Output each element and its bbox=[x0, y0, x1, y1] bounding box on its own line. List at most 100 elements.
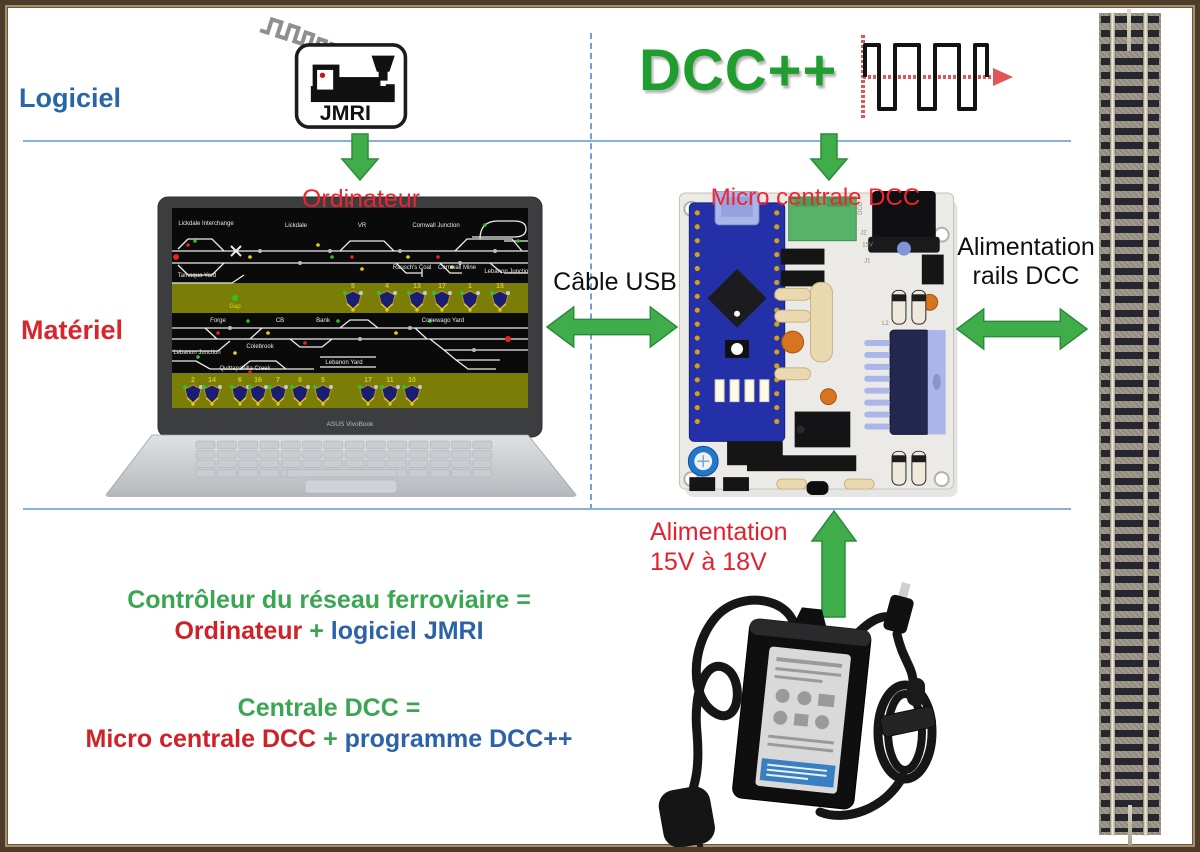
svg-text:6: 6 bbox=[238, 377, 242, 384]
velcro-strap bbox=[879, 706, 937, 737]
signal-gauge: 1 bbox=[460, 283, 480, 312]
svg-text:17: 17 bbox=[364, 377, 372, 384]
svg-text:7: 7 bbox=[276, 377, 280, 384]
svg-text:5: 5 bbox=[321, 377, 325, 384]
panel-label: Lebanon Junction bbox=[173, 350, 220, 356]
jmri-logo: JMRI bbox=[294, 43, 408, 129]
transistor bbox=[806, 481, 829, 496]
equations-block: Contrôleur du réseau ferroviaire = Ordin… bbox=[15, 585, 643, 755]
pin-headers bbox=[689, 248, 944, 492]
dcc-board-image: 15V J1 J2 DCC L2 bbox=[678, 191, 958, 498]
laptop-brand-text: ASUS VivoBook bbox=[327, 421, 375, 428]
laptop-keyboard bbox=[195, 440, 493, 478]
svg-text:10: 10 bbox=[408, 377, 416, 384]
resistors bbox=[774, 281, 875, 490]
signal-gauge: 5 bbox=[343, 283, 363, 312]
arduino-nano bbox=[688, 191, 786, 442]
panel-label: Conewago Yard bbox=[422, 318, 464, 324]
signal-gauge: 17 bbox=[432, 283, 452, 312]
diodes bbox=[891, 289, 927, 486]
svg-text:J2: J2 bbox=[860, 231, 867, 237]
jmri-locomotive-icon bbox=[310, 55, 395, 103]
panel-label: Colebrook bbox=[246, 344, 274, 350]
panel-label: CB bbox=[276, 318, 284, 324]
panel-label: Forge bbox=[210, 318, 226, 324]
equation-2-title: Centrale DCC = bbox=[237, 694, 421, 722]
laptop-image: Lickdale Interchange Lickdale VR Cornwall J… bbox=[105, 196, 577, 497]
svg-text:15V: 15V bbox=[862, 243, 873, 249]
svg-text:8: 8 bbox=[298, 377, 302, 384]
jmri-logo-text: JMRI bbox=[320, 101, 371, 125]
signal-gauge: 13 bbox=[407, 283, 427, 312]
panel-label: Lickdale Interchange bbox=[178, 221, 234, 227]
signal-gauge: 15 bbox=[490, 283, 510, 312]
capacitors bbox=[687, 293, 939, 477]
eu-plug bbox=[658, 786, 715, 847]
svg-text:14: 14 bbox=[208, 377, 216, 384]
arrow-rails-bidirectional bbox=[955, 307, 1089, 351]
laptop-trackpad bbox=[304, 479, 398, 494]
logiciel-label: Logiciel bbox=[19, 83, 122, 113]
panel-label: Lebanon Yard bbox=[325, 360, 362, 366]
svg-text:DCC: DCC bbox=[858, 201, 864, 215]
signal-gauge: 14 bbox=[202, 377, 222, 406]
svg-text:1: 1 bbox=[468, 283, 472, 290]
signal-gauge: 4 bbox=[377, 283, 397, 312]
signal-gauge: 17 bbox=[358, 377, 378, 406]
signal-gauge: 7 bbox=[268, 377, 288, 406]
section-divider-top bbox=[23, 140, 1071, 142]
svg-text:16: 16 bbox=[254, 377, 262, 384]
panel-label: Cornwall Mine bbox=[438, 265, 477, 271]
dccpp-logo-text: DCC++ bbox=[639, 38, 838, 103]
arduino-pins bbox=[694, 210, 780, 425]
dcc-waveform-icon bbox=[861, 35, 1013, 119]
svg-text:11: 11 bbox=[386, 377, 394, 384]
panel-label: Rausch's Coal bbox=[393, 265, 432, 271]
svg-text:15: 15 bbox=[496, 283, 504, 290]
panel-label: Gap bbox=[229, 304, 241, 310]
track-image bbox=[1099, 9, 1161, 845]
svg-text:13: 13 bbox=[413, 283, 421, 290]
jmri-panel: Lickdale Interchange Lickdale VR Cornwall J… bbox=[172, 208, 531, 408]
track-rail-left bbox=[1110, 13, 1115, 835]
arrow-down-dccpp bbox=[809, 133, 849, 181]
silkscreen-labels: 15V J1 J2 DCC L2 bbox=[858, 201, 889, 327]
panel-labels: Lickdale Interchange Lickdale VR Cornwall J… bbox=[173, 221, 531, 372]
dip-ic bbox=[794, 411, 851, 448]
svg-text:17: 17 bbox=[438, 283, 446, 290]
rail-joiner-top bbox=[1127, 9, 1131, 51]
panel-label: Lebanon Junction bbox=[484, 269, 531, 275]
materiel-label: Matériel bbox=[21, 315, 124, 345]
signal-gauge: 16 bbox=[248, 377, 268, 406]
svg-text:5: 5 bbox=[351, 283, 355, 290]
power-brick bbox=[732, 607, 872, 810]
panel-label: Bank bbox=[316, 318, 331, 324]
signal-gauge: 8 bbox=[290, 377, 310, 406]
equation-1-title: Contrôleur du réseau ferroviaire = bbox=[127, 586, 531, 614]
track-rail-right bbox=[1143, 13, 1148, 835]
signal-gauge: 5 bbox=[313, 377, 333, 406]
panel-label: Cornwall Junction bbox=[412, 223, 459, 229]
barrel-jack bbox=[868, 191, 940, 256]
arrow-usb-bidirectional bbox=[545, 305, 679, 349]
panel-label: VR bbox=[358, 223, 367, 229]
signal-gauge: 6 bbox=[230, 377, 250, 406]
vertical-divider-dashed bbox=[590, 33, 592, 510]
svg-text:J1: J1 bbox=[864, 259, 871, 265]
panel-label: Lickdale bbox=[285, 223, 308, 229]
panel-gauges-top: 5 4 13 17 1 15 bbox=[343, 283, 510, 312]
arrow-down-jmri bbox=[340, 133, 380, 181]
signal-gauge: 11 bbox=[380, 377, 400, 406]
panel-label: Quittapahilla Creek bbox=[219, 366, 271, 372]
svg-text:4: 4 bbox=[385, 283, 389, 290]
cable-usb-label: Câble USB bbox=[553, 268, 677, 296]
svg-text:L2: L2 bbox=[882, 321, 889, 327]
equation-2-body: Micro centrale DCC + programme DCC++ bbox=[85, 725, 573, 753]
barrel-plug bbox=[883, 582, 914, 634]
section-divider-bottom bbox=[23, 508, 1071, 510]
ordinateur-label: Ordinateur bbox=[301, 185, 421, 213]
equation-1-body: Ordinateur + logiciel JMRI bbox=[174, 617, 484, 645]
